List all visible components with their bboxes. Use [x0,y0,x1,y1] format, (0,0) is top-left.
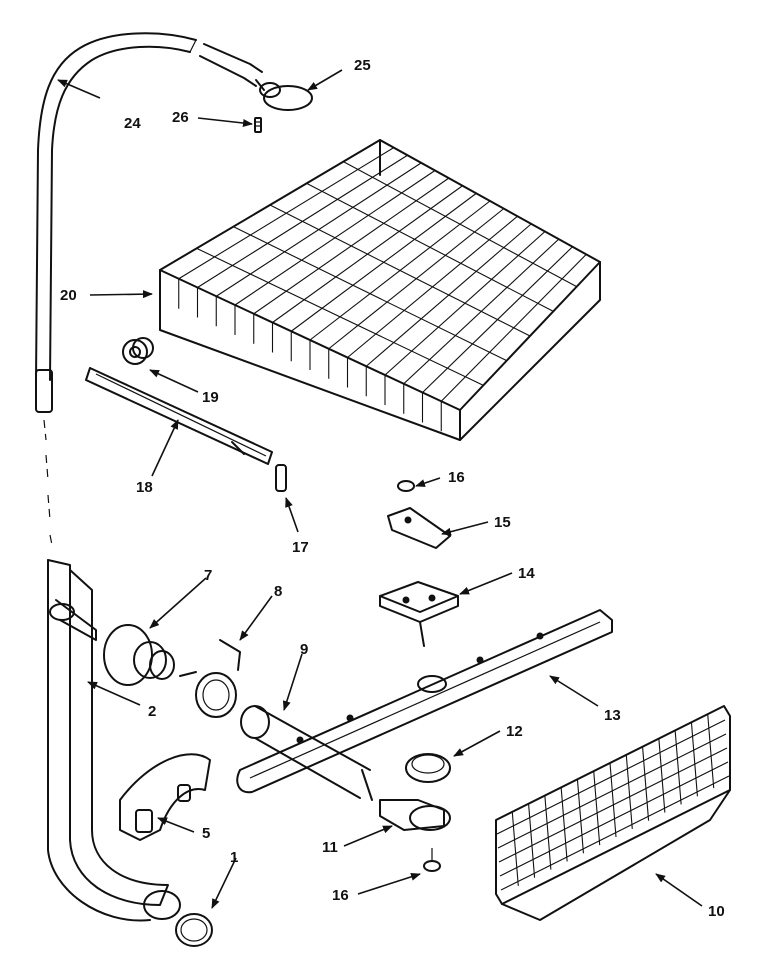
part-14-mount [379,581,459,647]
callout-25: 25 [354,57,371,74]
part-1-o-ring [175,913,213,947]
part-13-spray-arm [236,609,613,794]
part-24-supply-tube [35,32,197,546]
part-8-clamp [179,639,241,718]
part-7-seal [103,624,175,686]
callout-26: 26 [172,109,189,126]
callout-13: 13 [604,707,621,724]
part-16-nut-upper [397,480,415,492]
callout-18: 18 [136,479,153,496]
part-15-holder [387,507,451,549]
part-17-rail-clip [275,464,287,492]
callout-11: 11 [322,839,338,856]
part-11-hub [379,799,451,831]
callout-2: 2 [148,703,156,720]
part-16-nut-lower [423,848,441,872]
callout-16-lower: 16 [332,887,349,904]
callout-9: 9 [300,641,308,658]
callout-10: 10 [708,903,725,920]
callout-24: 24 [124,115,141,132]
part-25-tube-connector [199,43,313,111]
callout-14: 14 [518,565,535,582]
callout-5: 5 [202,825,210,842]
leader-lines [57,69,703,909]
callout-20: 20 [60,287,77,304]
part-19-rack-wheel [122,337,154,365]
callout-8: 8 [274,583,282,600]
callout-1: 1 [230,849,238,866]
callout-numbers: 24 25 26 20 19 18 17 16 15 14 7 8 9 13 1… [60,57,725,920]
callout-12: 12 [506,723,523,740]
part-18-rack-rail [85,367,273,465]
part-10-filter [495,705,731,921]
callout-19: 19 [202,389,219,406]
part-26-screw [254,117,262,133]
part-2-manifold [47,559,181,922]
callout-15: 15 [494,514,511,531]
part-5-bracket [119,753,211,841]
part-12-bearing-ring [405,753,451,783]
callout-17: 17 [292,539,309,556]
part-20-dish-rack [159,139,601,441]
callout-16-upper: 16 [448,469,465,486]
callout-7: 7 [204,567,212,584]
